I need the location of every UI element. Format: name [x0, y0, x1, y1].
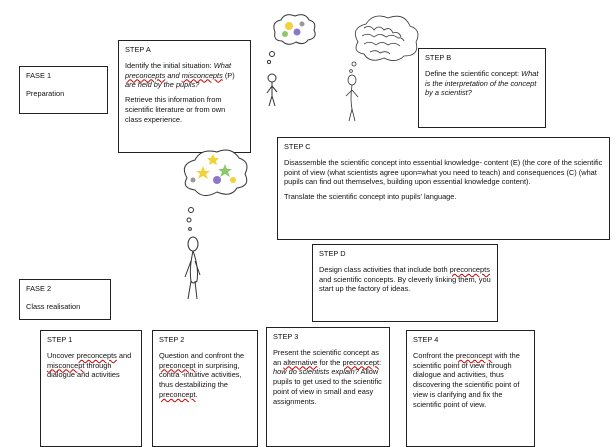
- step-d-title: STEP D: [319, 249, 346, 258]
- step-a-text-1: Identify the initial situation: What pre…: [125, 60, 235, 90]
- step-1-text: Uncover preconcepts and misconcept throu…: [47, 350, 132, 380]
- fase-1-title: FASE 1: [26, 71, 52, 80]
- step-1-title: STEP 1: [47, 335, 73, 344]
- step-c-text-1: Disassemble the scientific concept into …: [284, 157, 603, 187]
- fase-2-label: Class realisation: [26, 301, 81, 311]
- fase-1-box: FASE 1 Preparation: [19, 66, 108, 114]
- step-b-text: Define the scientific concept: What is t…: [425, 68, 539, 98]
- step-a-box: STEP A Identify the initial situation: W…: [118, 40, 251, 153]
- step-2-box: STEP 2 Question and confront the preconc…: [152, 330, 258, 447]
- step-3-box: STEP 3 Present the scientific concept as…: [266, 327, 390, 447]
- step-b-box: STEP B Define the scientific concept: Wh…: [418, 48, 546, 128]
- fase-2-title: FASE 2: [26, 284, 52, 293]
- scientist-thinking-illustration: [345, 15, 419, 122]
- step-c-title: STEP C: [284, 142, 311, 151]
- step-d-box: STEP D Design class activities that incl…: [312, 244, 498, 322]
- step-b-title: STEP B: [425, 53, 452, 62]
- pupil-thinking-illustration: [266, 14, 316, 107]
- step-c-box: STEP C Disassemble the scientific concep…: [277, 137, 610, 240]
- step-3-text: Present the scientific concept as an alt…: [273, 347, 382, 406]
- step-2-title: STEP 2: [159, 335, 185, 344]
- pupil-ideas-illustration: [183, 149, 248, 300]
- step-4-box: STEP 4 Confront the preconcept with the …: [406, 330, 535, 447]
- step-c-text-2: Translate the scientific concept into pu…: [284, 192, 457, 202]
- ideas-cloud-icon: [183, 149, 248, 196]
- step-4-title: STEP 4: [413, 335, 439, 344]
- step-d-text: Design class activities that include bot…: [319, 264, 491, 294]
- fase-1-label: Preparation: [26, 88, 65, 98]
- step-a-text-2: Retrieve this information from scientifi…: [125, 95, 226, 124]
- dense-thought-cloud-icon: [354, 15, 419, 61]
- fase-2-box: FASE 2 Class realisation: [19, 279, 111, 320]
- step-2-text: Question and confront the preconcept in …: [159, 350, 245, 399]
- step-a-title: STEP A: [125, 45, 151, 54]
- thought-cloud-icon: [273, 14, 316, 45]
- step-4-text: Confront the preconcept with the scienti…: [413, 350, 520, 409]
- step-3-title: STEP 3: [273, 332, 299, 341]
- step-1-box: STEP 1 Uncover preconcepts and misconcep…: [40, 330, 142, 447]
